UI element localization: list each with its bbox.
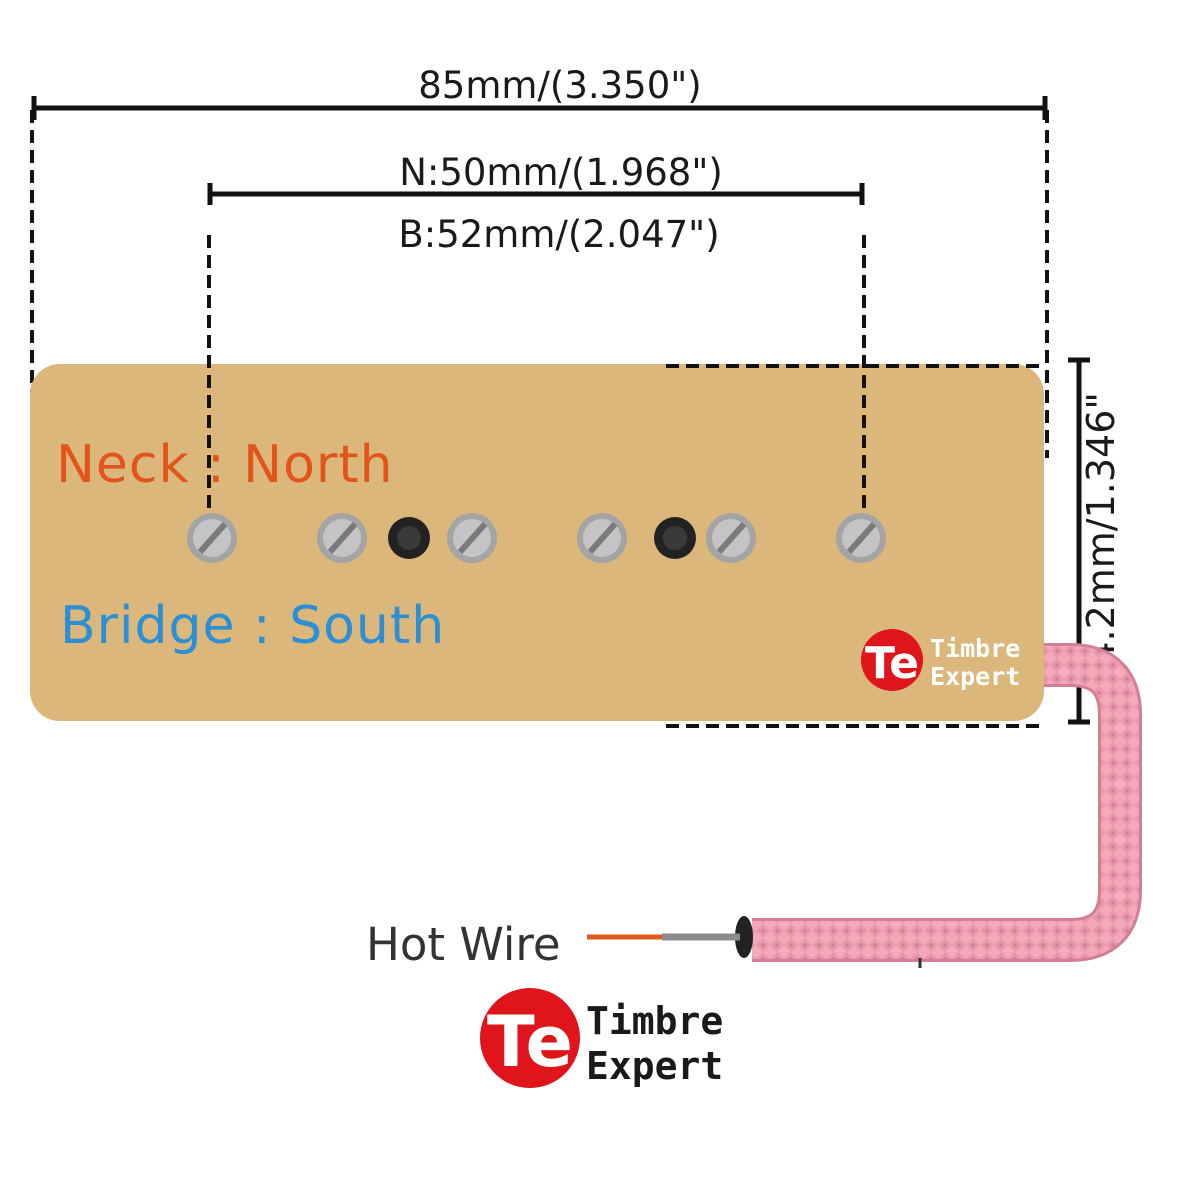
logo-line2-small: Expert — [930, 662, 1020, 691]
pole-screw — [836, 513, 886, 563]
neck-spacing-label: N:50mm/(1.968") — [399, 151, 723, 194]
overall-width-dimension-line — [31, 96, 1048, 120]
pole-screw — [706, 513, 756, 563]
logo-line1-small: Timbre — [930, 634, 1020, 663]
logo-circle-icon — [480, 988, 580, 1088]
pole-spacing-extension-lines — [207, 235, 866, 525]
logo-line2: Expert — [586, 1044, 723, 1088]
bridge-polarity-label: Bridge : South — [60, 596, 445, 656]
cable-end-cap — [735, 916, 753, 958]
pole-spacing-dimension-line — [207, 183, 865, 205]
height-label: 34.2mm/1.346" — [1079, 392, 1123, 690]
height-extension-lines — [666, 364, 1044, 728]
pole-screw — [187, 513, 237, 563]
pole-pieces — [187, 513, 886, 563]
pole-slug — [654, 517, 696, 559]
brand-logo: Te Timbre Expert — [480, 988, 723, 1088]
braided-cable — [735, 643, 1142, 968]
neck-polarity-label: Neck : North — [56, 435, 394, 495]
logo-mark-small: Te — [865, 638, 919, 689]
logo-line1: Timbre — [586, 999, 723, 1043]
pickup-cover — [30, 364, 1044, 721]
pole-screw — [577, 513, 627, 563]
cover-logo: Te Timbre Expert — [861, 629, 1020, 691]
pole-slug — [388, 517, 430, 559]
overall-width-label: 85mm/(3.350") — [418, 64, 701, 107]
hot-wire-label: Hot Wire — [366, 918, 561, 971]
pole-screw — [317, 513, 367, 563]
logo-mark: Te — [487, 1001, 573, 1083]
logo-circle-icon — [861, 629, 923, 691]
bridge-spacing-label: B:52mm/(2.047") — [398, 213, 719, 256]
pole-screw — [447, 513, 497, 563]
